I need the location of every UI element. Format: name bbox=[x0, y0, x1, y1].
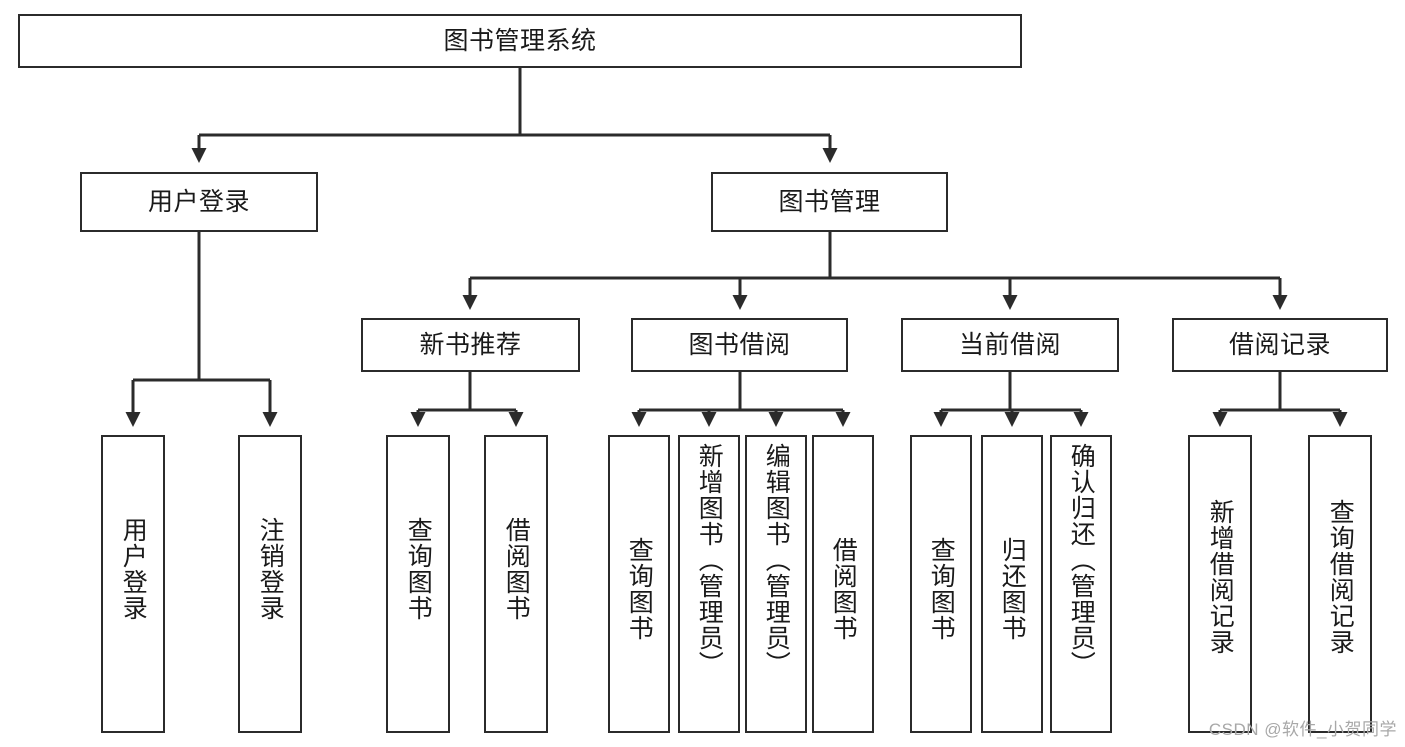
node-leaf-return-book[interactable]: 归还图书 bbox=[981, 435, 1043, 733]
node-borrow-record-label: 借阅记录 bbox=[1228, 330, 1331, 359]
node-leaf-return-book-label: 归还图书 bbox=[998, 537, 1027, 641]
node-leaf-user-login-label: 用户登录 bbox=[119, 517, 148, 621]
node-leaf-query-book-3[interactable]: 查询图书 bbox=[910, 435, 972, 733]
node-leaf-query-book-2-label: 查询图书 bbox=[625, 537, 654, 641]
node-leaf-add-book-label: 新增图书（管理员） bbox=[695, 443, 724, 677]
node-root-label: 图书管理系统 bbox=[443, 26, 597, 55]
node-user-login[interactable]: 用户登录 bbox=[80, 172, 318, 232]
node-leaf-user-login[interactable]: 用户登录 bbox=[101, 435, 165, 733]
node-leaf-confirm-return[interactable]: 确认归还（管理员） bbox=[1050, 435, 1112, 733]
node-leaf-add-record-label: 新增借阅记录 bbox=[1206, 499, 1235, 655]
node-leaf-query-book-1[interactable]: 查询图书 bbox=[386, 435, 450, 733]
node-leaf-borrow-book-1-label: 借阅图书 bbox=[502, 517, 531, 621]
node-book-manage[interactable]: 图书管理 bbox=[711, 172, 948, 232]
node-leaf-borrow-book-1[interactable]: 借阅图书 bbox=[484, 435, 548, 733]
node-leaf-logout-label: 注销登录 bbox=[256, 517, 285, 621]
node-leaf-borrow-book-2-label: 借阅图书 bbox=[829, 537, 858, 641]
node-book-manage-label: 图书管理 bbox=[778, 187, 881, 216]
node-current-borrow[interactable]: 当前借阅 bbox=[901, 318, 1119, 372]
node-leaf-logout[interactable]: 注销登录 bbox=[238, 435, 302, 733]
node-leaf-query-record-label: 查询借阅记录 bbox=[1326, 499, 1355, 655]
node-book-borrow-label: 图书借阅 bbox=[688, 330, 791, 359]
node-new-book-rec-label: 新书推荐 bbox=[419, 330, 522, 359]
node-leaf-query-record[interactable]: 查询借阅记录 bbox=[1308, 435, 1372, 733]
node-leaf-borrow-book-2[interactable]: 借阅图书 bbox=[812, 435, 874, 733]
node-leaf-query-book-3-label: 查询图书 bbox=[927, 537, 956, 641]
node-leaf-add-book[interactable]: 新增图书（管理员） bbox=[678, 435, 740, 733]
node-leaf-query-book-2[interactable]: 查询图书 bbox=[608, 435, 670, 733]
node-new-book-rec[interactable]: 新书推荐 bbox=[361, 318, 580, 372]
node-root[interactable]: 图书管理系统 bbox=[18, 14, 1022, 68]
node-leaf-edit-book-label: 编辑图书（管理员） bbox=[762, 443, 791, 677]
node-current-borrow-label: 当前借阅 bbox=[958, 330, 1061, 359]
node-leaf-query-book-1-label: 查询图书 bbox=[404, 517, 433, 621]
node-borrow-record[interactable]: 借阅记录 bbox=[1172, 318, 1388, 372]
node-leaf-edit-book[interactable]: 编辑图书（管理员） bbox=[745, 435, 807, 733]
node-book-borrow[interactable]: 图书借阅 bbox=[631, 318, 848, 372]
node-user-login-label: 用户登录 bbox=[147, 187, 250, 216]
node-leaf-add-record[interactable]: 新增借阅记录 bbox=[1188, 435, 1252, 733]
node-leaf-confirm-return-label: 确认归还（管理员） bbox=[1067, 443, 1096, 677]
csdn-watermark: CSDN @软件_小贺同学 bbox=[1208, 720, 1397, 739]
